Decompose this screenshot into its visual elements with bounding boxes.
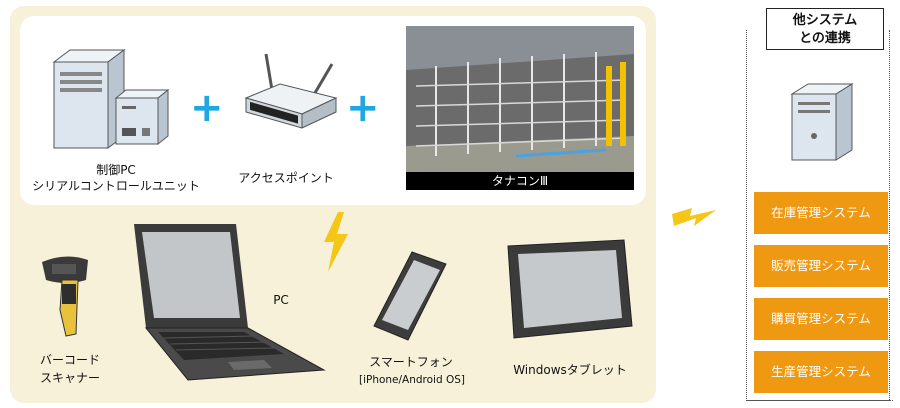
pc-label: PC [266,292,296,308]
smartphone-label: スマートフォン [356,354,466,370]
systems-title-line2: との連携 [767,30,883,48]
system-purchasing-button[interactable]: 購買管理システム [754,298,888,340]
tablet-icon [504,238,634,340]
controller-label-1: 制御PC [56,162,176,178]
systems-frame-right [889,30,890,400]
smartphone-sub-label: [iPhone/Android OS] [350,372,474,388]
system-inventory-button[interactable]: 在庫管理システム [754,192,888,234]
wireless-router-icon [240,52,340,136]
plus-icon: + [346,88,380,128]
scanner-label-2: スキャナー [30,370,110,386]
smartphone-icon [370,250,450,342]
systems-title: 他システム との連携 [766,8,884,50]
tablet-label: Windowsタブレット [500,362,640,378]
photo-caption: タナコンⅢ [406,172,634,190]
controller-label-2: シリアルコントロールユニット [26,178,206,194]
system-production-button[interactable]: 生産管理システム [754,351,888,393]
laptop-icon [128,220,328,388]
lightning-icon [672,204,716,232]
system-sales-button[interactable]: 販売管理システム [754,245,888,287]
access-point-label: アクセスポイント [226,170,346,186]
warehouse-rack-photo [406,26,634,172]
plus-icon: + [190,88,224,128]
serial-unit-icon [112,88,174,150]
systems-title-line1: 他システム [767,12,883,30]
barcode-scanner-icon [36,250,96,340]
scanner-label-1: バーコード [30,352,110,368]
server-icon [786,80,858,164]
systems-frame-bottom [746,400,890,401]
